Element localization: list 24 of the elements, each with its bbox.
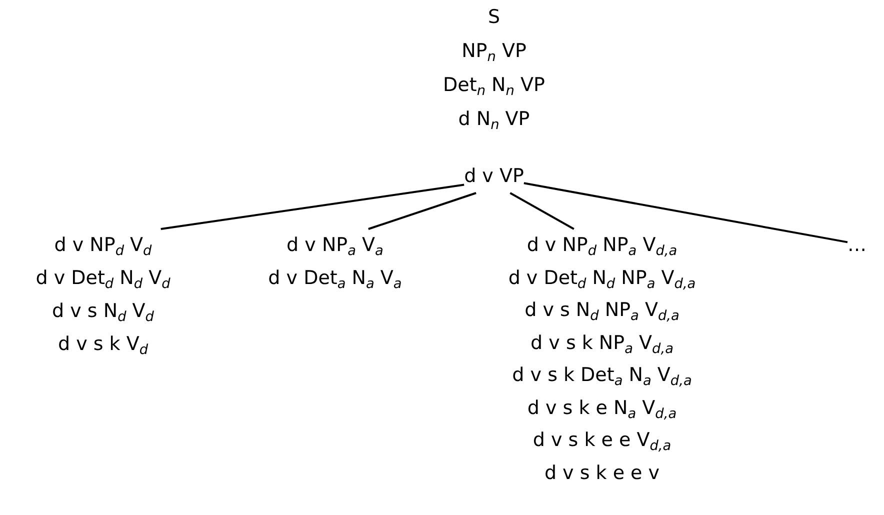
tree-branch [160, 184, 464, 230]
derivation-line: d v s N$_{d}$ V$_{d}$ [52, 299, 154, 328]
derivation-line: d v s k V$_{d}$ [58, 332, 148, 360]
derivation-line: d v s N$_{d}$ NP$_{a}$ V$_{d,a}$ [524, 298, 680, 326]
derivation-line: d v s k e N$_{a}$ V$_{d,a}$ [527, 396, 677, 424]
derivation-line: d v NP$_{d}$ V$_{d}$ [54, 233, 152, 262]
derivation-line: d v s k Det$_{a}$ N$_{a}$ V$_{d,a}$ [512, 363, 692, 392]
derivation-line: d v s k e e V$_{d,a}$ [532, 428, 672, 456]
tree-branch [510, 192, 574, 230]
derivation-line: d v NP$_{a}$ V$_{a}$ [286, 233, 384, 262]
derivation-line: S [488, 5, 500, 30]
derivation-line: d v s k e e v [544, 460, 660, 486]
derivation-line: Det$_{n}$ N$_{n}$ VP [443, 73, 545, 102]
tree-branch [368, 192, 476, 230]
derivation-line: d v VP [464, 164, 524, 189]
derivation-line: d v Det$_{a}$ N$_{a}$ V$_{a}$ [268, 266, 402, 294]
derivation-line: NP$_{n}$ VP [462, 39, 526, 68]
tree-branch [524, 182, 848, 244]
ellipsis: … [848, 233, 866, 258]
derivation-line: d v NP$_{d}$ NP$_{a}$ V$_{d,a}$ [526, 233, 678, 262]
derivation-line: d v Det$_{d}$ N$_{d}$ NP$_{a}$ V$_{d,a}$ [508, 266, 696, 294]
derivation-line: d v Det$_{d}$ N$_{d}$ V$_{d}$ [36, 266, 170, 294]
derivation-line: d v s k NP$_{a}$ V$_{d,a}$ [530, 330, 674, 359]
derivation-line: d N$_{n}$ VP [458, 107, 530, 136]
